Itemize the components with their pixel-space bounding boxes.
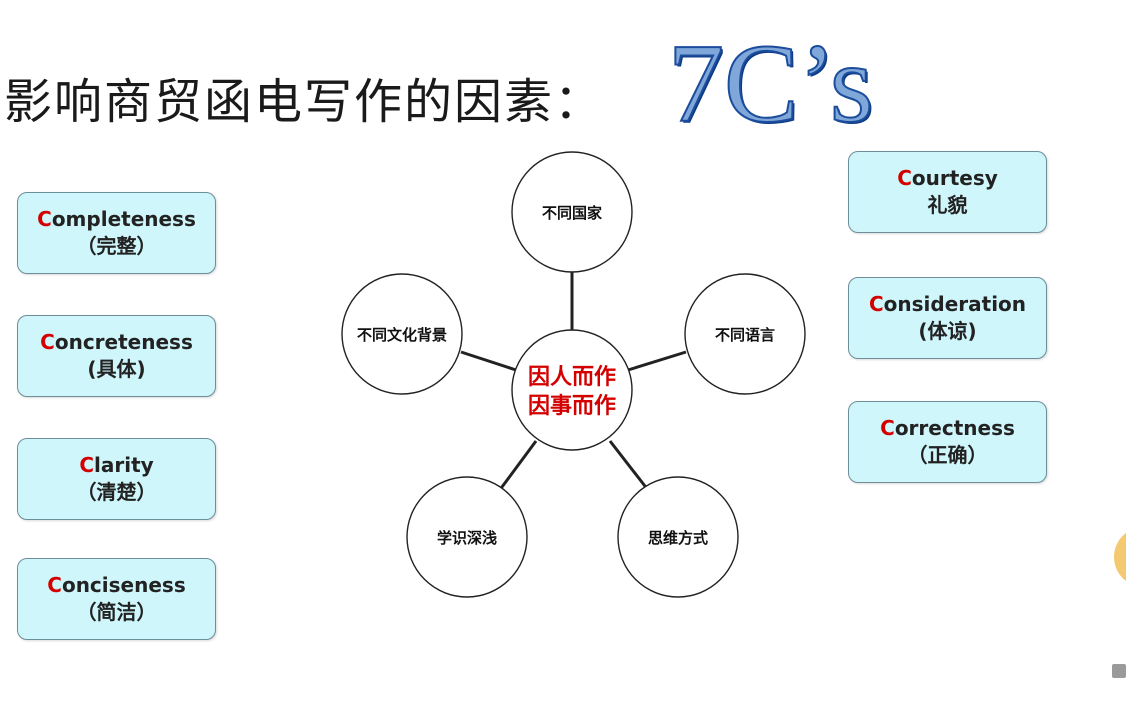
- node-label-knowledge: 学识深浅: [437, 529, 497, 547]
- node-label-language: 不同语言: [715, 326, 775, 344]
- term-initial: C: [868, 292, 884, 316]
- title-text: 影响商贸函电写作的因素：: [4, 74, 605, 130]
- term-initial: C: [880, 416, 895, 440]
- term-initial: C: [897, 166, 912, 190]
- term-rest: ourtesy: [911, 166, 998, 190]
- term-rest: onciseness: [61, 573, 186, 597]
- card-term: Completeness: [37, 206, 196, 232]
- term-initial: C: [47, 573, 62, 597]
- term-initial: C: [40, 330, 55, 354]
- card-term: Conciseness: [47, 572, 185, 598]
- term-rest: oncreteness: [54, 330, 193, 354]
- connector-right: [627, 350, 687, 372]
- node-label-country: 不同国家: [542, 204, 602, 222]
- slide-title: 影响商贸函电写作的因素：: [4, 62, 604, 132]
- term-rest: ompleteness: [51, 207, 196, 231]
- node-circle-bottom-right: [617, 476, 739, 598]
- card-translation: （正确）: [907, 443, 988, 467]
- card-translation: （完整）: [76, 234, 157, 258]
- node-circle-left: [341, 273, 463, 395]
- term-initial: C: [79, 453, 94, 477]
- card-clarity: Clarity （清楚）: [17, 438, 216, 520]
- card-term: Clarity: [79, 452, 153, 478]
- card-term: Courtesy: [897, 165, 998, 191]
- card-translation: (体谅): [918, 319, 977, 343]
- expand-icon[interactable]: [1112, 664, 1126, 678]
- center-label-line2: 因事而作: [528, 393, 616, 419]
- node-label-culture: 不同文化背景: [357, 326, 447, 344]
- term-rest: orrectness: [894, 416, 1015, 440]
- card-conciseness: Conciseness （简洁）: [17, 558, 216, 640]
- center-circle: [511, 329, 633, 451]
- connector-bottom-right: [608, 440, 650, 491]
- term-rest: larity: [94, 453, 154, 477]
- card-completeness: Completeness （完整）: [17, 192, 216, 274]
- card-term: Consideration: [869, 291, 1026, 317]
- connector-lines: [460, 272, 687, 492]
- card-concreteness: Concreteness (具体): [17, 315, 216, 397]
- card-courtesy: Courtesy 礼貌: [848, 151, 1047, 233]
- card-consideration: Consideration (体谅): [848, 277, 1047, 359]
- card-term: Correctness: [880, 415, 1015, 441]
- node-circle-top: [511, 151, 633, 273]
- connector-bottom-left: [497, 440, 538, 492]
- node-label-thinking: 思维方式: [648, 529, 708, 547]
- card-translation: （简洁）: [76, 600, 157, 624]
- card-term: Concreteness: [40, 329, 193, 355]
- node-circle-right: [684, 273, 806, 395]
- term-rest: onsideration: [883, 292, 1027, 316]
- term-initial: C: [37, 207, 52, 231]
- card-translation: (具体): [87, 357, 146, 381]
- node-circle-bottom-left: [406, 476, 528, 598]
- card-translation: （清楚）: [76, 480, 157, 504]
- title-7cs-highlight: 7C’s: [667, 22, 874, 146]
- card-translation: 礼貌: [927, 193, 968, 217]
- connector-left: [460, 350, 517, 372]
- card-correctness: Correctness （正确）: [848, 401, 1047, 483]
- center-label-line1: 因人而作: [528, 365, 616, 390]
